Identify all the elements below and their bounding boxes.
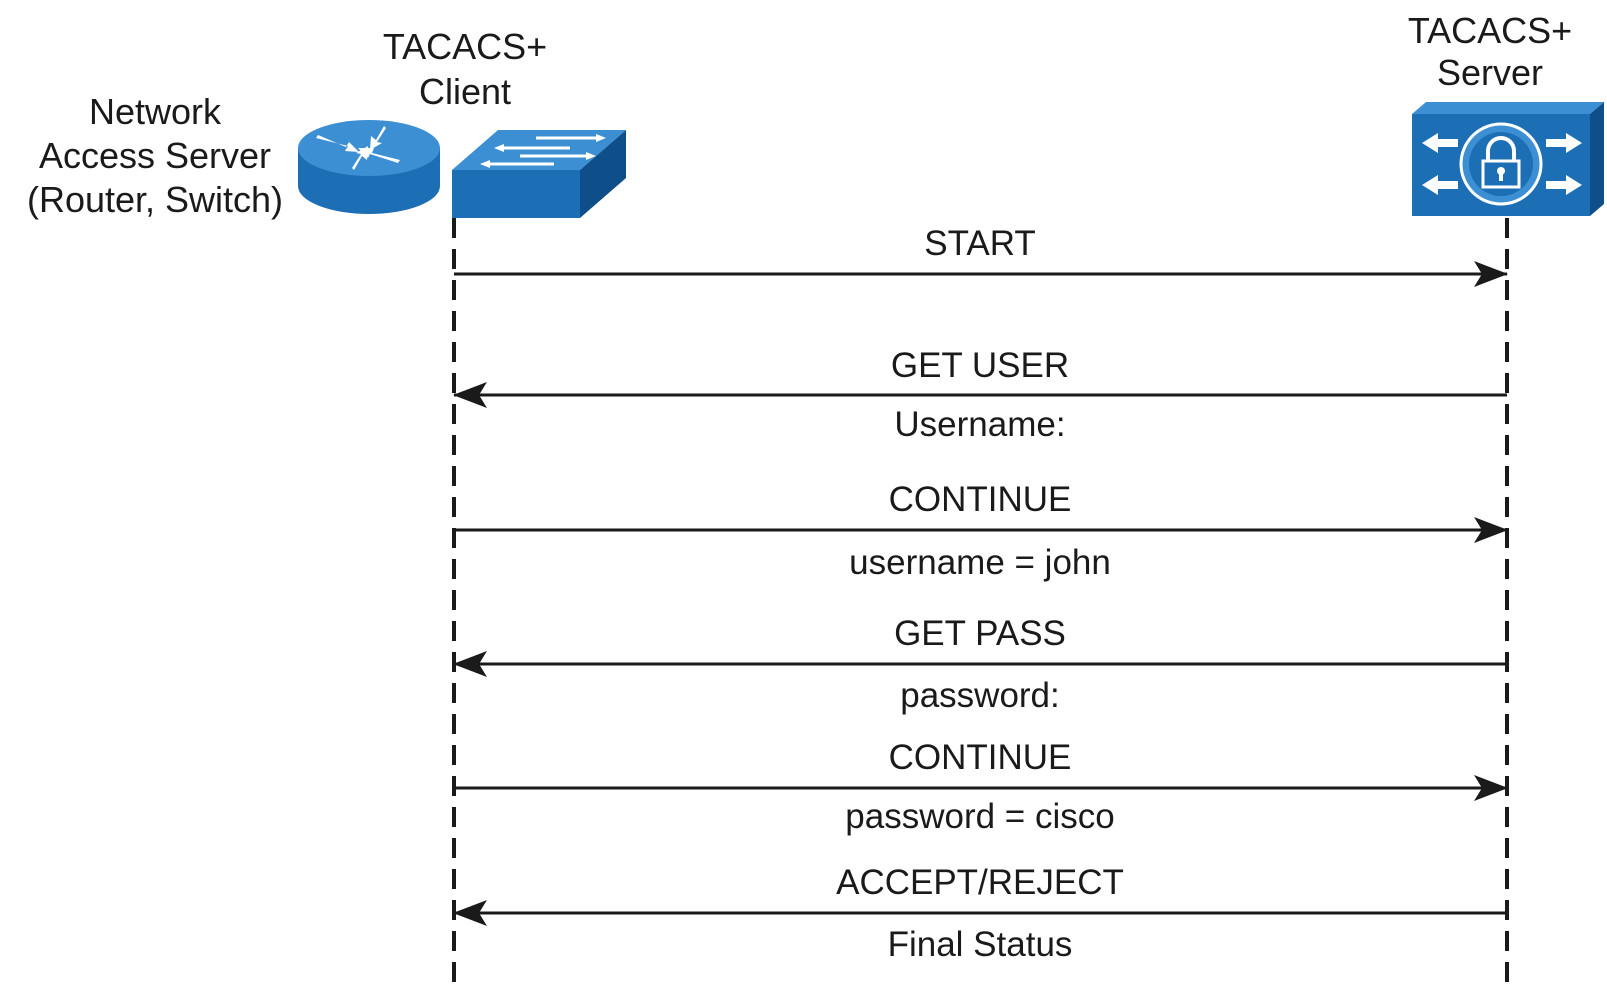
message-label-get-user: GET USER (890, 346, 1070, 385)
client-label-line-1: TACACS+ (382, 26, 548, 67)
message-note-password-prompt: password: (900, 676, 1060, 715)
message-note-final-status: Final Status (887, 925, 1073, 964)
client-label-line-2: Client (418, 71, 512, 112)
switch-icon (452, 130, 626, 218)
nas-label-line-2: Access Server (38, 135, 272, 176)
server-label-line-2: Server (1436, 52, 1544, 93)
message-note-password-value: password = cisco (845, 797, 1115, 836)
message-note-username-prompt: Username: (894, 405, 1066, 444)
message-label-get-pass: GET PASS (894, 614, 1066, 653)
security-server-icon (1412, 102, 1604, 216)
nas-label-line-3: (Router, Switch) (26, 179, 284, 220)
message-label-start: START (924, 224, 1036, 263)
nas-label-line-1: Network (88, 91, 222, 132)
server-label-line-1: TACACS+ (1407, 10, 1573, 51)
message-label-continue-username: CONTINUE (888, 480, 1072, 519)
message-note-username-value: username = john (849, 543, 1111, 582)
message-label-accept-reject: ACCEPT/REJECT (836, 863, 1124, 902)
message-label-continue-password: CONTINUE (888, 738, 1072, 777)
router-icon (298, 120, 440, 214)
